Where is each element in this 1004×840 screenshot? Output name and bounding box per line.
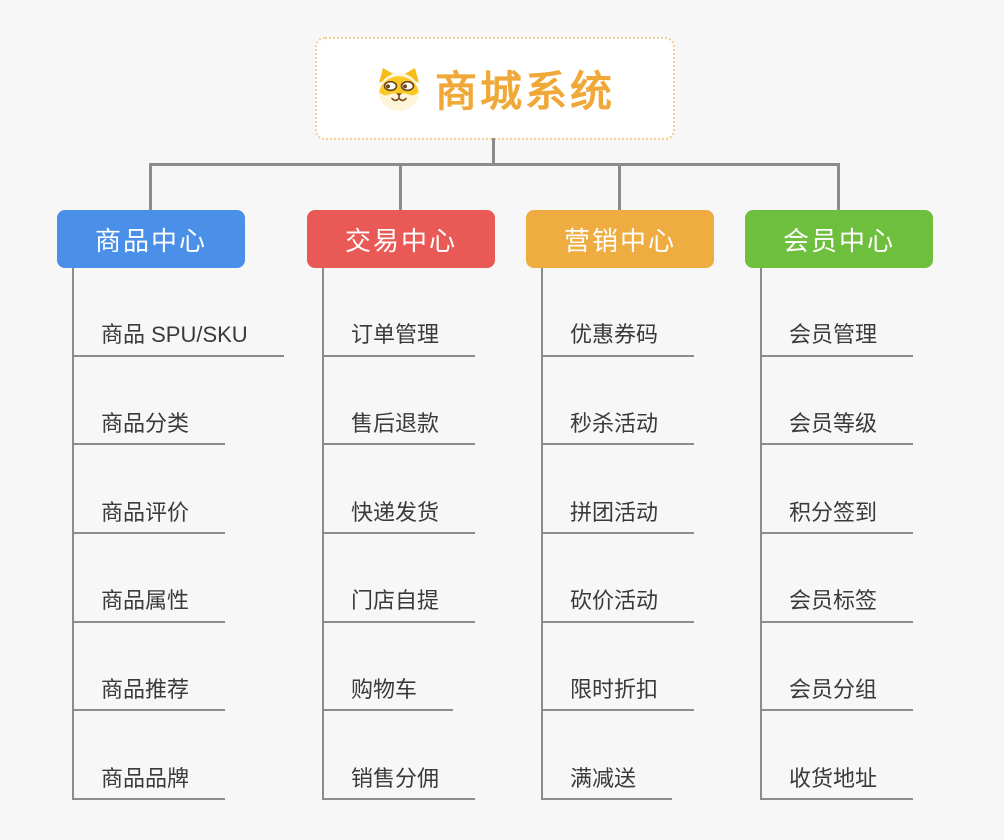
branch-node-marketing-center[interactable]: 营销中心	[526, 210, 714, 268]
leaf-node[interactable]: 限时折扣	[543, 676, 695, 712]
branch-node-member-center[interactable]: 会员中心	[745, 210, 933, 268]
leaf-node[interactable]: 售后退款	[324, 410, 476, 446]
leaf-node[interactable]: 商品评价	[74, 499, 226, 535]
branch-column-trade: 交易中心 订单管理 售后退款 快递发货 门店自提 购物车 销售分佣	[307, 210, 495, 801]
leaf-item: 会员标签	[762, 534, 933, 623]
leaf-node[interactable]: 商品 SPU/SKU	[74, 321, 284, 357]
leaf-node[interactable]: 商品推荐	[74, 676, 226, 712]
leaf-node[interactable]: 商品品牌	[74, 765, 226, 801]
leaf-item: 销售分佣	[324, 711, 495, 801]
connector-drop	[149, 163, 152, 211]
leaf-item: 会员管理	[762, 268, 933, 357]
leaf-node[interactable]: 商品属性	[74, 587, 226, 623]
leaf-node[interactable]: 拼团活动	[543, 499, 695, 535]
branch-column-marketing: 营销中心 优惠券码 秒杀活动 拼团活动 砍价活动 限时折扣 满减送	[526, 210, 714, 801]
connector-drop	[837, 163, 840, 211]
leaf-item: 购物车	[324, 623, 495, 712]
leaf-list: 商品 SPU/SKU 商品分类 商品评价 商品属性 商品推荐 商品品牌	[72, 268, 284, 801]
leaf-item: 商品推荐	[74, 623, 284, 712]
leaf-node[interactable]: 销售分佣	[324, 765, 476, 801]
leaf-item: 商品 SPU/SKU	[74, 268, 284, 357]
leaf-item: 满减送	[543, 711, 714, 801]
dog-face-icon	[378, 67, 419, 111]
leaf-item: 积分签到	[762, 445, 933, 535]
leaf-item: 优惠券码	[543, 268, 714, 357]
leaf-node[interactable]: 满减送	[543, 765, 673, 801]
leaf-node[interactable]: 门店自提	[324, 587, 476, 623]
leaf-item: 门店自提	[324, 534, 495, 623]
leaf-item: 砍价活动	[543, 534, 714, 623]
leaf-node[interactable]: 砍价活动	[543, 587, 695, 623]
leaf-list: 会员管理 会员等级 积分签到 会员标签 会员分组 收货地址	[760, 268, 933, 801]
leaf-node[interactable]: 秒杀活动	[543, 410, 695, 446]
leaf-item: 拼团活动	[543, 445, 714, 535]
connector-stem	[492, 138, 495, 165]
leaf-node[interactable]: 积分签到	[762, 499, 914, 535]
leaf-item: 秒杀活动	[543, 357, 714, 446]
leaf-node[interactable]: 快递发货	[324, 499, 476, 535]
connector-drop	[399, 163, 402, 211]
leaf-item: 商品属性	[74, 534, 284, 623]
leaf-item: 会员等级	[762, 357, 933, 446]
leaf-item: 商品评价	[74, 445, 284, 535]
branch-column-product: 商品中心 商品 SPU/SKU 商品分类 商品评价 商品属性 商品推荐 商品品牌	[57, 210, 284, 801]
leaf-item: 收货地址	[762, 711, 933, 801]
leaf-item: 商品分类	[74, 357, 284, 446]
leaf-item: 订单管理	[324, 268, 495, 357]
branch-node-trade-center[interactable]: 交易中心	[307, 210, 495, 268]
leaf-item: 商品品牌	[74, 711, 284, 801]
leaf-node[interactable]: 会员管理	[762, 321, 914, 357]
leaf-item: 会员分组	[762, 623, 933, 712]
leaf-node[interactable]: 商品分类	[74, 410, 226, 446]
root-node[interactable]: 商城系统	[315, 37, 675, 140]
branch-node-product-center[interactable]: 商品中心	[57, 210, 245, 268]
leaf-node[interactable]: 收货地址	[762, 765, 914, 801]
leaf-node[interactable]: 优惠券码	[543, 321, 695, 357]
branch-column-member: 会员中心 会员管理 会员等级 积分签到 会员标签 会员分组 收货地址	[745, 210, 933, 801]
leaf-list: 优惠券码 秒杀活动 拼团活动 砍价活动 限时折扣 满减送	[541, 268, 714, 801]
leaf-item: 限时折扣	[543, 623, 714, 712]
leaf-node[interactable]: 订单管理	[324, 321, 476, 357]
leaf-node[interactable]: 会员标签	[762, 587, 914, 623]
leaf-list: 订单管理 售后退款 快递发货 门店自提 购物车 销售分佣	[322, 268, 495, 801]
connector-bus	[149, 163, 840, 166]
leaf-node[interactable]: 购物车	[324, 676, 454, 712]
root-title: 商城系统	[434, 68, 615, 115]
leaf-item: 快递发货	[324, 445, 495, 535]
leaf-item: 售后退款	[324, 357, 495, 446]
leaf-node[interactable]: 会员分组	[762, 676, 914, 712]
connector-drop	[618, 163, 621, 211]
leaf-node[interactable]: 会员等级	[762, 410, 914, 446]
